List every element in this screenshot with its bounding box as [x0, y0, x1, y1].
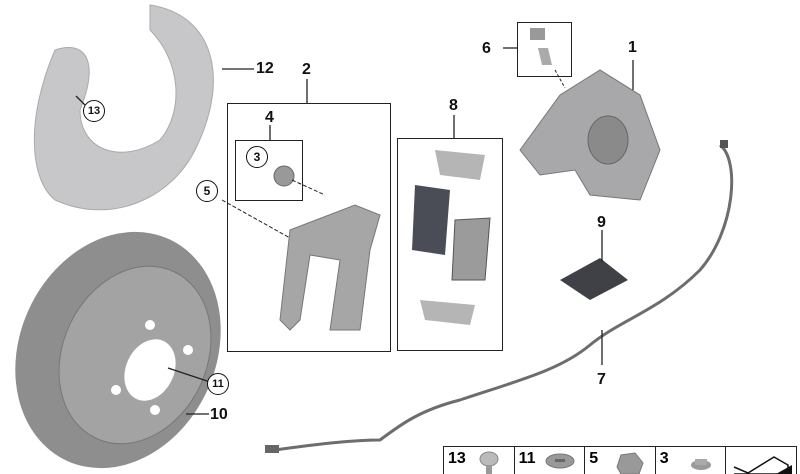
callout-10[interactable]: 10 — [210, 406, 228, 423]
callout-5[interactable]: 5 — [196, 180, 218, 202]
bolt-3-shape — [273, 165, 295, 187]
bolt-set-box — [235, 140, 303, 201]
flange-bolt-icon — [690, 459, 711, 470]
callout-9[interactable]: 9 — [597, 214, 606, 231]
wedge-icon — [734, 456, 793, 474]
callout-7[interactable]: 7 — [597, 371, 606, 388]
fastener-label: 13 — [448, 450, 466, 467]
bleeder-set-box — [517, 22, 572, 77]
caliper-carrier-shape — [279, 204, 381, 331]
callout-3[interactable]: 3 — [246, 146, 268, 168]
fastener-cell-3[interactable]: 3 — [656, 447, 727, 474]
callout-13[interactable]: 13 — [83, 100, 105, 122]
grease-packet-shape — [560, 258, 628, 300]
callout-12[interactable]: 12 — [256, 60, 274, 77]
brake-disc-shape — [15, 231, 221, 469]
pad-clip-top — [435, 150, 485, 180]
callout-11[interactable]: 11 — [207, 373, 229, 395]
callout-2[interactable]: 2 — [302, 61, 311, 78]
fastener-cell-13[interactable]: 13 — [444, 447, 515, 474]
fastener-cell-5[interactable]: 5 — [585, 447, 656, 474]
bleeder-valve — [538, 48, 552, 65]
dust-shield-shape — [33, 4, 214, 211]
fastener-label: 11 — [518, 450, 536, 467]
fastener-cell-11[interactable]: 11 — [515, 447, 586, 474]
fastener-strip: 13 11 5 3 — [443, 446, 797, 474]
countersunk-screw-icon — [545, 453, 575, 469]
callout-1[interactable]: 1 — [628, 39, 637, 56]
hex-bolt-icon — [616, 452, 644, 474]
pad-set-box — [397, 138, 503, 351]
fastener-label: 5 — [589, 450, 599, 467]
fastener-cell-wedge[interactable] — [726, 447, 796, 474]
wear-sensor-wire — [274, 143, 734, 452]
callout-6[interactable]: 6 — [482, 40, 491, 57]
brake-pad-light — [451, 217, 491, 281]
carrier-kit-box — [227, 103, 391, 352]
bleeder-cap — [530, 28, 545, 40]
fastener-label: 3 — [659, 450, 669, 467]
callout-8[interactable]: 8 — [449, 97, 458, 114]
brake-pad-dark — [412, 185, 450, 255]
screw-icon — [479, 451, 499, 474]
callout-4[interactable]: 4 — [265, 109, 274, 126]
pad-clip-bottom — [420, 300, 475, 325]
